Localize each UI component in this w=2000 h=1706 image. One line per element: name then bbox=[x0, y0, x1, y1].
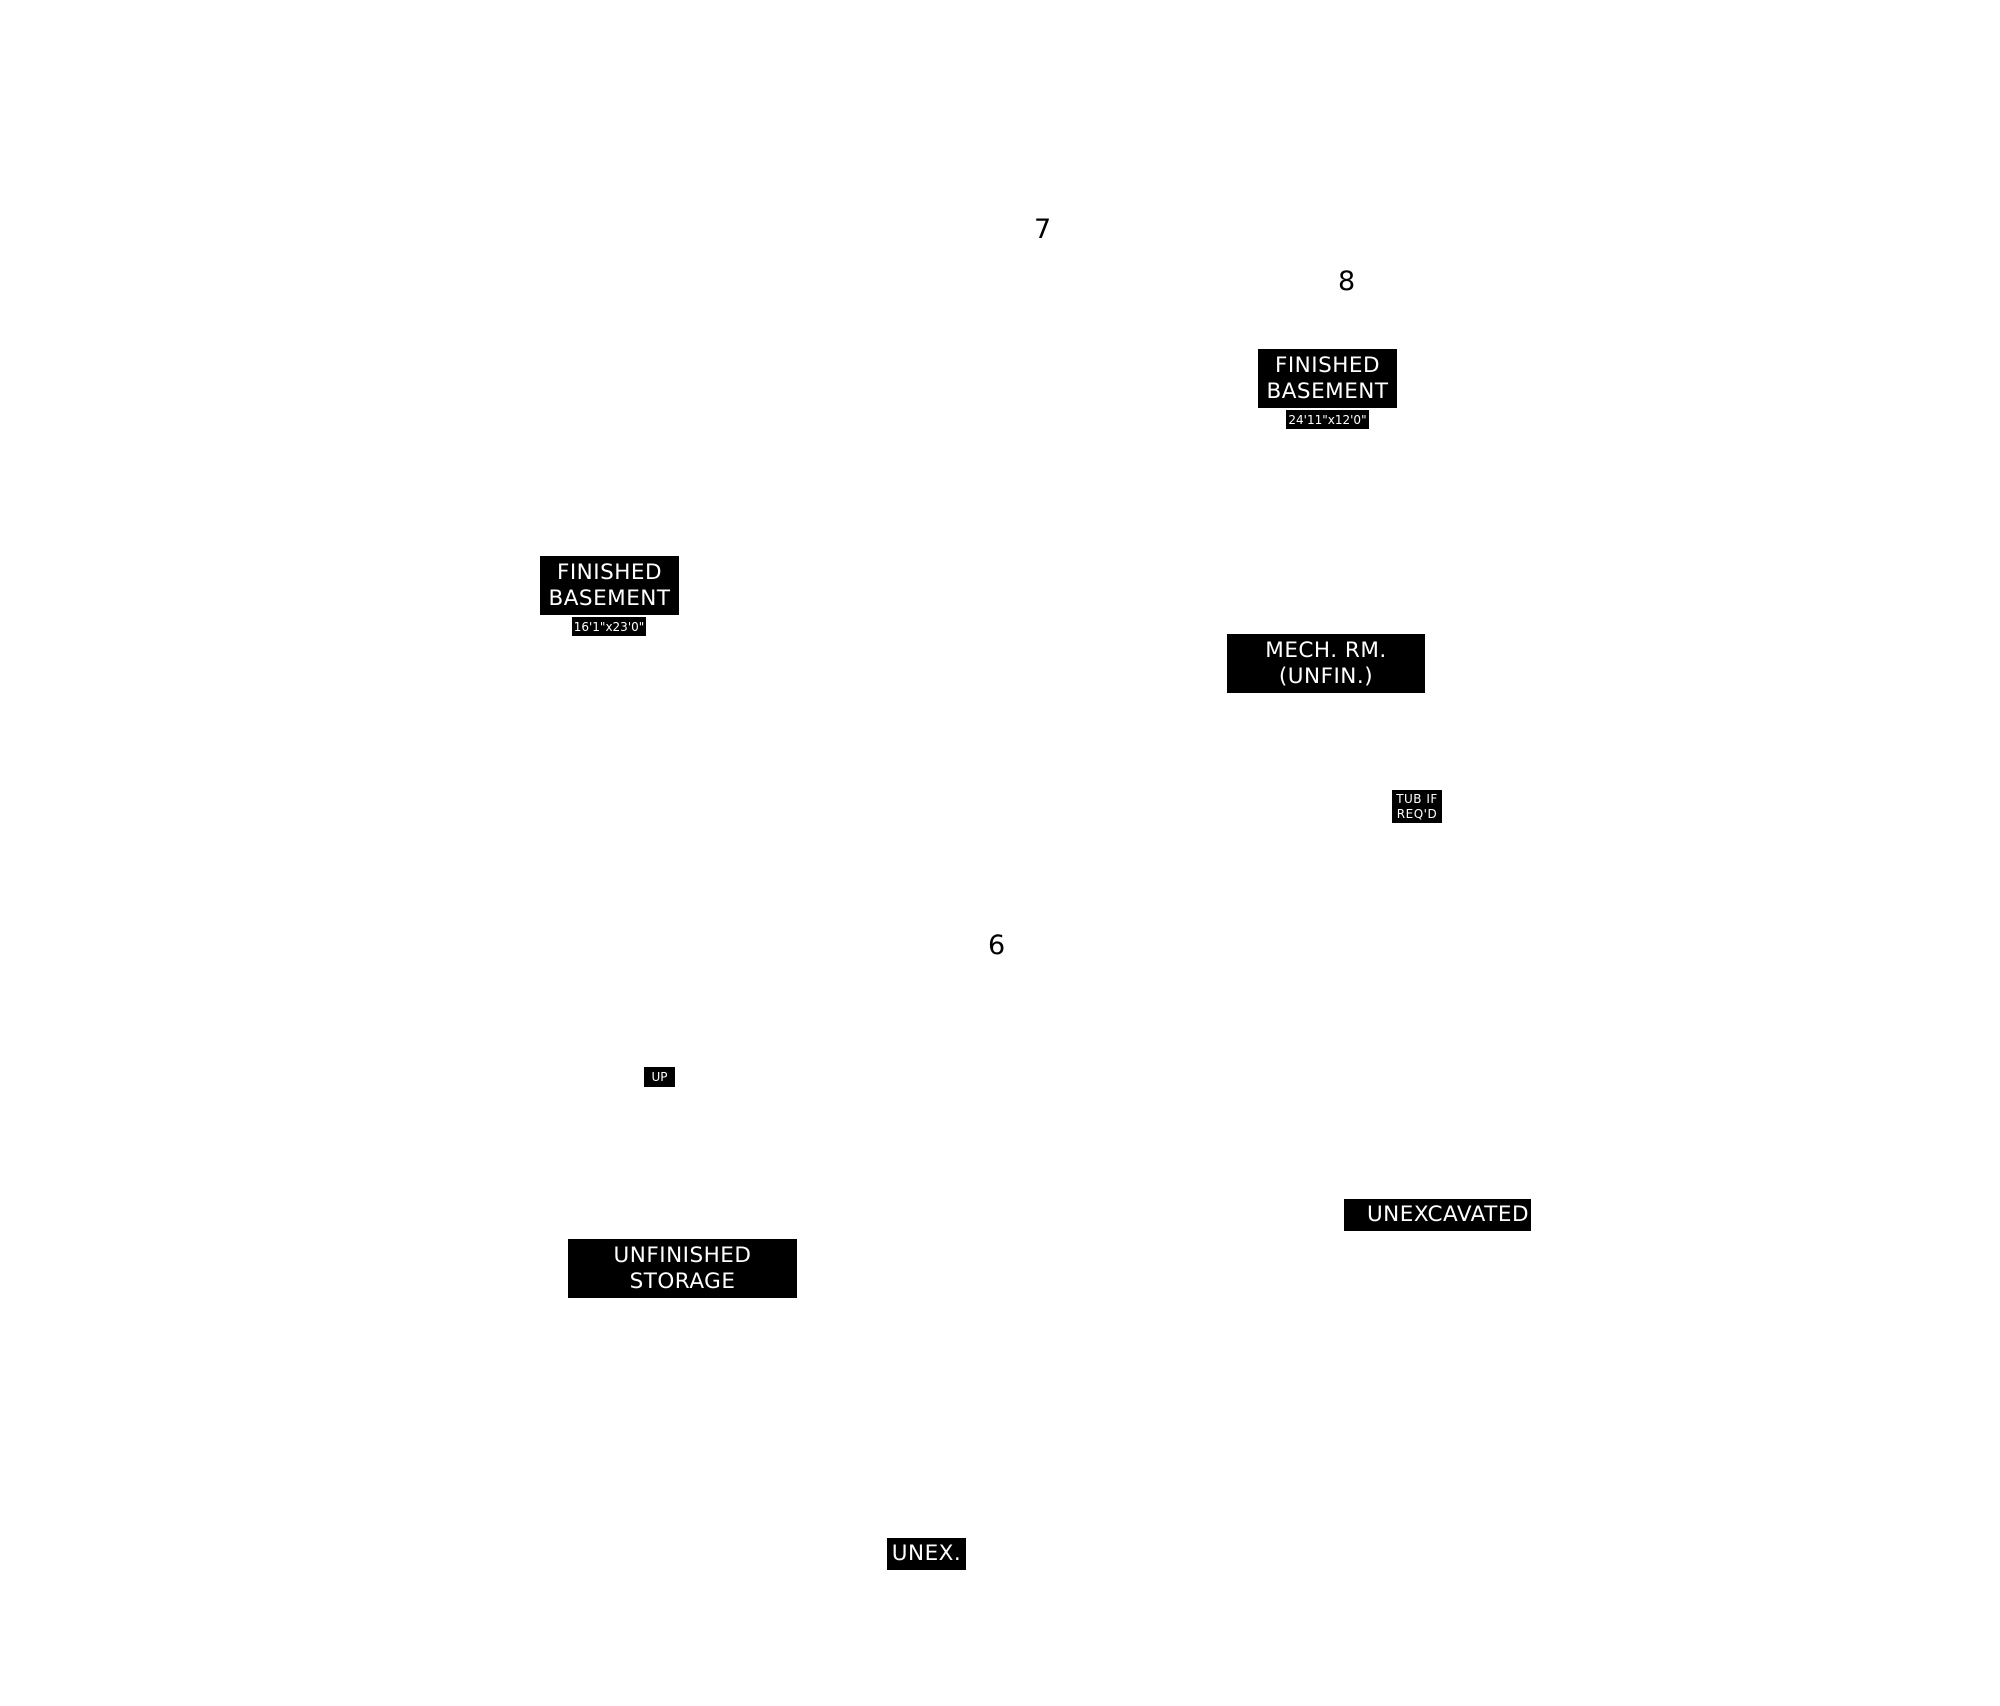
unfinished-storage-label: UNFINISHED STORAGE bbox=[568, 1239, 797, 1298]
finished-basement-right-line1: FINISHED bbox=[1274, 352, 1381, 378]
finished-basement-left-dimensions: 16'1"x23'0" bbox=[572, 617, 646, 636]
mech-room-line1: MECH. RM. bbox=[1265, 637, 1387, 663]
unex-label: UNEX. bbox=[887, 1538, 966, 1570]
stairs-up-label: UP bbox=[644, 1067, 675, 1087]
finished-basement-right-label: FINISHED BASEMENT bbox=[1258, 349, 1397, 408]
finished-basement-right-line2: BASEMENT bbox=[1266, 378, 1389, 404]
mech-room-line2: (UNFIN.) bbox=[1278, 663, 1374, 689]
tub-line1: TUB IF bbox=[1396, 791, 1438, 806]
unfinished-storage-line2: STORAGE bbox=[629, 1268, 736, 1294]
marker-7: 7 bbox=[1034, 214, 1052, 245]
marker-8: 8 bbox=[1338, 266, 1356, 297]
mech-room-label: MECH. RM. (UNFIN.) bbox=[1227, 634, 1425, 693]
unexcavated-label: UNEXCAVATED bbox=[1344, 1199, 1531, 1231]
marker-6: 6 bbox=[988, 930, 1006, 961]
finished-basement-left-label: FINISHED BASEMENT bbox=[540, 556, 679, 615]
tub-label: TUB IF REQ'D bbox=[1392, 790, 1442, 823]
tub-line2: REQ'D bbox=[1396, 806, 1438, 821]
finished-basement-right-dimensions: 24'11"x12'0" bbox=[1286, 410, 1369, 429]
finished-basement-left-line2: BASEMENT bbox=[548, 585, 671, 611]
finished-basement-left-line1: FINISHED bbox=[556, 559, 663, 585]
unfinished-storage-line1: UNFINISHED bbox=[613, 1242, 752, 1268]
